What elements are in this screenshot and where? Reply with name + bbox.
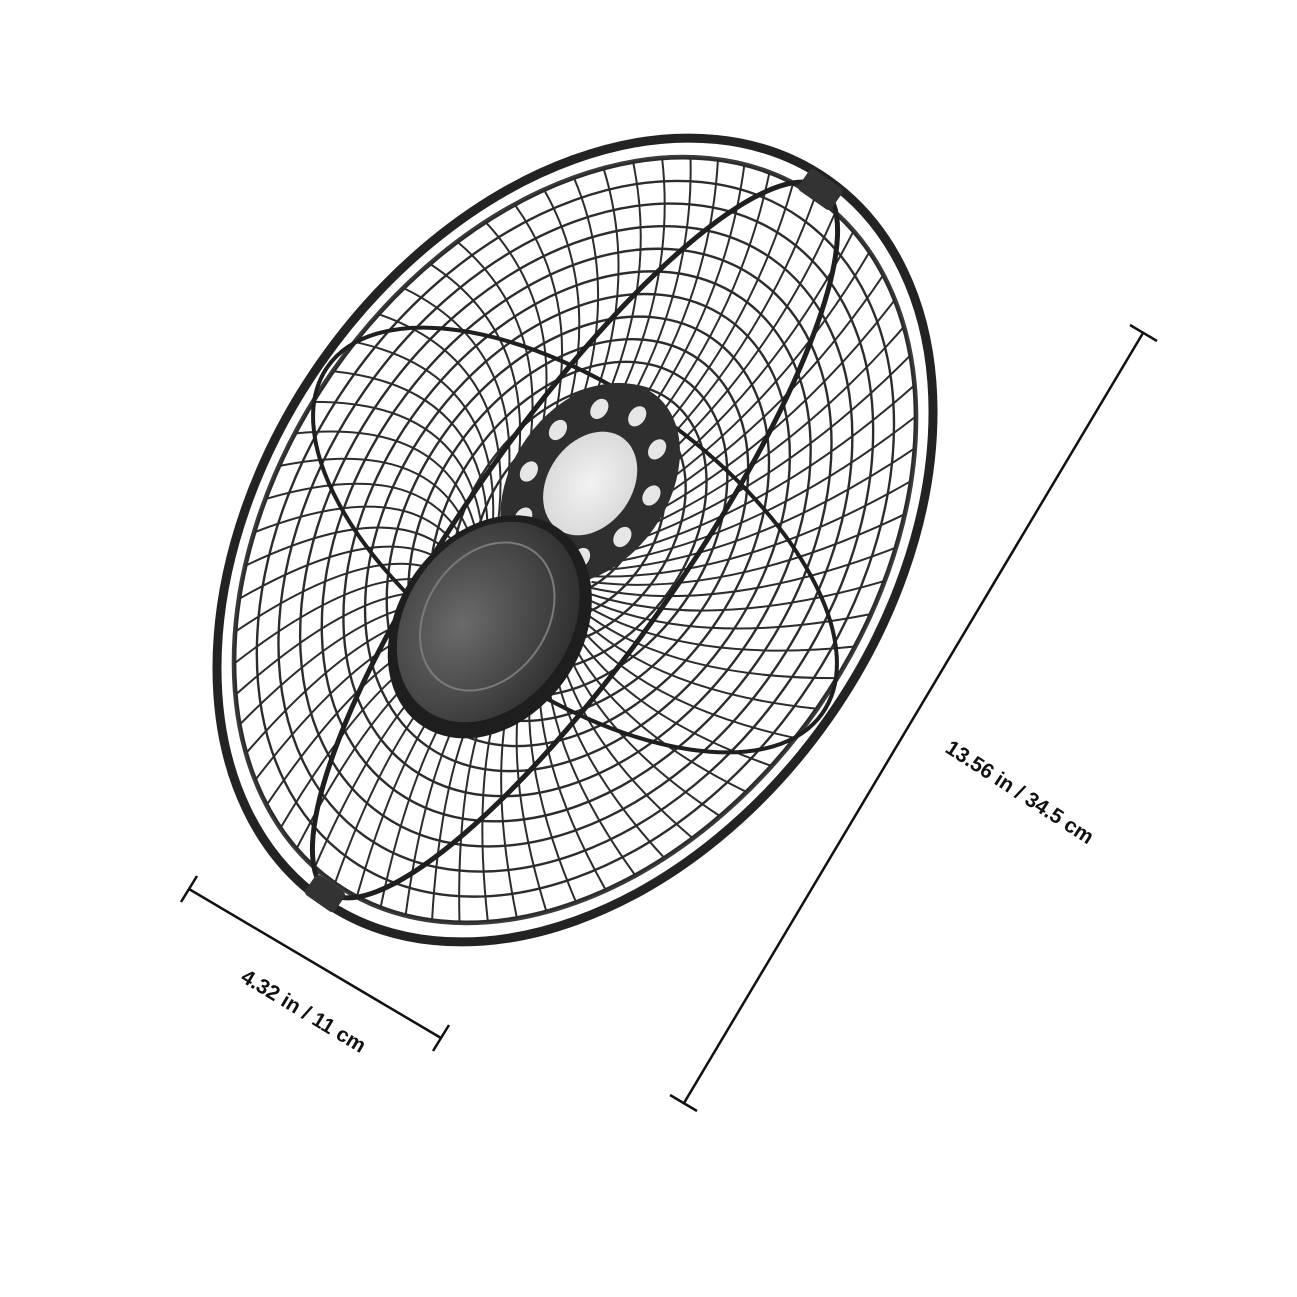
wire-spoke (592, 480, 911, 578)
diameter-dimension (669, 323, 1158, 1113)
rim-clip-bottom (304, 874, 346, 913)
wire-spoke (592, 448, 915, 572)
wire-spoke (355, 341, 495, 548)
wire-spoke (592, 416, 916, 567)
diameter-dimension-label: 13.56 in / 34.5 cm (941, 736, 1097, 849)
wire-ring (363, 292, 792, 773)
diameter-dimension-tick-bottom (669, 1093, 698, 1113)
depth-dimension-tick-right (431, 1024, 451, 1052)
rim-clip-top (798, 168, 843, 210)
mount-plate-hole (548, 419, 568, 441)
mount-plate-hole (648, 439, 667, 460)
mount-plate-hole (590, 398, 609, 420)
front-hub-badge (387, 515, 592, 739)
depth-dimension (179, 875, 451, 1052)
wire-spoke (589, 547, 896, 598)
fan-guard (212, 133, 938, 947)
wire-spoke (580, 609, 836, 680)
mount-plate-hole (519, 461, 538, 482)
mount-plate-hole (628, 406, 647, 427)
mount-plate-hole (613, 526, 632, 548)
diameter-dimension-line (682, 332, 1145, 1104)
wire-spoke (585, 598, 870, 630)
wire-spoke (591, 513, 904, 586)
wire-spoke (314, 400, 486, 557)
depth-dimension-line (188, 887, 442, 1040)
wire-ring (298, 224, 854, 848)
wire-ring (255, 179, 896, 898)
wire-spoke (588, 580, 884, 612)
wire-spoke (334, 370, 489, 552)
depth-dimension-tick-left (179, 875, 199, 903)
wire-spoke (576, 614, 816, 710)
diameter-dimension-tick-top (1129, 323, 1158, 343)
wire-spoke (572, 619, 795, 739)
depth-dimension-label: 4.32 in / 11 cm (237, 965, 370, 1057)
wire-spoke (379, 313, 502, 543)
wire-spoke (583, 603, 854, 652)
mount-plate-hole (642, 485, 661, 506)
wire-ring (320, 247, 833, 823)
wire-ring (277, 202, 875, 873)
